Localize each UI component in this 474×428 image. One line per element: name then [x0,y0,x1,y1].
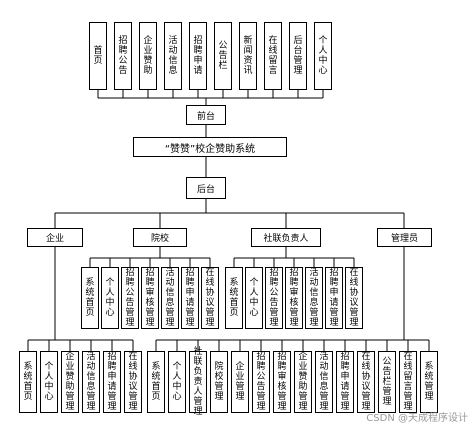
union-item-recruit-notice: 招聘公告管理 [265,267,283,329]
frontend-item-news: 新闻资讯 [239,22,257,90]
admin-item-recruit-apply: 招聘申请管理 [336,351,354,413]
frontend-item-profile: 个人中心 [314,22,332,90]
frontend-node: 前台 [186,105,226,125]
frontend-item-home: 首页 [89,22,107,90]
union-item-recruit-review: 招聘审核管理 [285,267,303,329]
admin-item-bulletin: 公告栏管理 [378,351,396,413]
admin-item-enterprise: 企业管理 [231,351,249,413]
enterprise-item-profile: 个人中心 [40,351,58,413]
enterprise-item-recruit-apply: 招聘申请管理 [103,351,121,413]
role-union-leader: 社联负责人 [251,228,321,247]
admin-item-profile: 个人中心 [168,351,186,413]
role-admin: 管理员 [377,228,432,247]
admin-item-home: 系统首页 [147,351,165,413]
school-item-profile: 个人中心 [101,267,119,329]
enterprise-item-home: 系统首页 [19,351,37,413]
admin-item-message: 在线留言管理 [399,351,417,413]
admin-item-recruit-notice: 招聘公告管理 [252,351,270,413]
frontend-item-message: 在线留言 [264,22,282,90]
school-item-recruit-notice: 招聘公告管理 [121,267,139,329]
union-item-recruit-apply: 招聘申请管理 [325,267,343,329]
enterprise-item-agreement: 在线协议管理 [124,351,142,413]
frontend-item-activity: 活动信息 [164,22,182,90]
school-item-recruit-review: 招聘审核管理 [141,267,159,329]
enterprise-item-sponsorship: 企业赞助管理 [61,351,79,413]
school-item-agreement: 在线协议管理 [201,267,219,329]
frontend-item-admin: 后台管理 [289,22,307,90]
system-title-node: “赞赞”校企赞助系统 [133,137,287,157]
admin-item-school: 院校管理 [210,351,228,413]
union-item-profile: 个人中心 [245,267,263,329]
frontend-item-recruit-notice: 招聘公告 [114,22,132,90]
frontend-item-sponsorship: 企业赞助 [139,22,157,90]
school-item-activity: 活动信息管理 [161,267,179,329]
admin-item-activity: 活动信息管理 [315,351,333,413]
watermark: CSDN @天成程序设计 [366,413,468,424]
admin-item-system: 系统管理 [420,351,438,413]
frontend-item-bulletin: 公告栏 [214,22,232,90]
admin-item-union-leader: 社联负责人管理 [189,347,207,417]
enterprise-item-activity: 活动信息管理 [82,351,100,413]
admin-item-sponsorship: 企业赞助管理 [294,351,312,413]
school-item-recruit-apply: 招聘申请管理 [181,267,199,329]
role-enterprise: 企业 [27,228,83,247]
backend-node: 后台 [186,177,226,199]
frontend-item-recruit-apply: 招聘申请 [189,22,207,90]
union-item-home: 系统首页 [225,267,243,329]
role-school: 院校 [133,228,187,247]
admin-item-agreement: 在线协议管理 [357,351,375,413]
union-item-activity: 活动信息管理 [305,267,323,329]
school-item-home: 系统首页 [81,267,99,329]
admin-item-recruit-review: 招聘审核管理 [273,351,291,413]
union-item-agreement: 在线协议管理 [345,267,363,329]
